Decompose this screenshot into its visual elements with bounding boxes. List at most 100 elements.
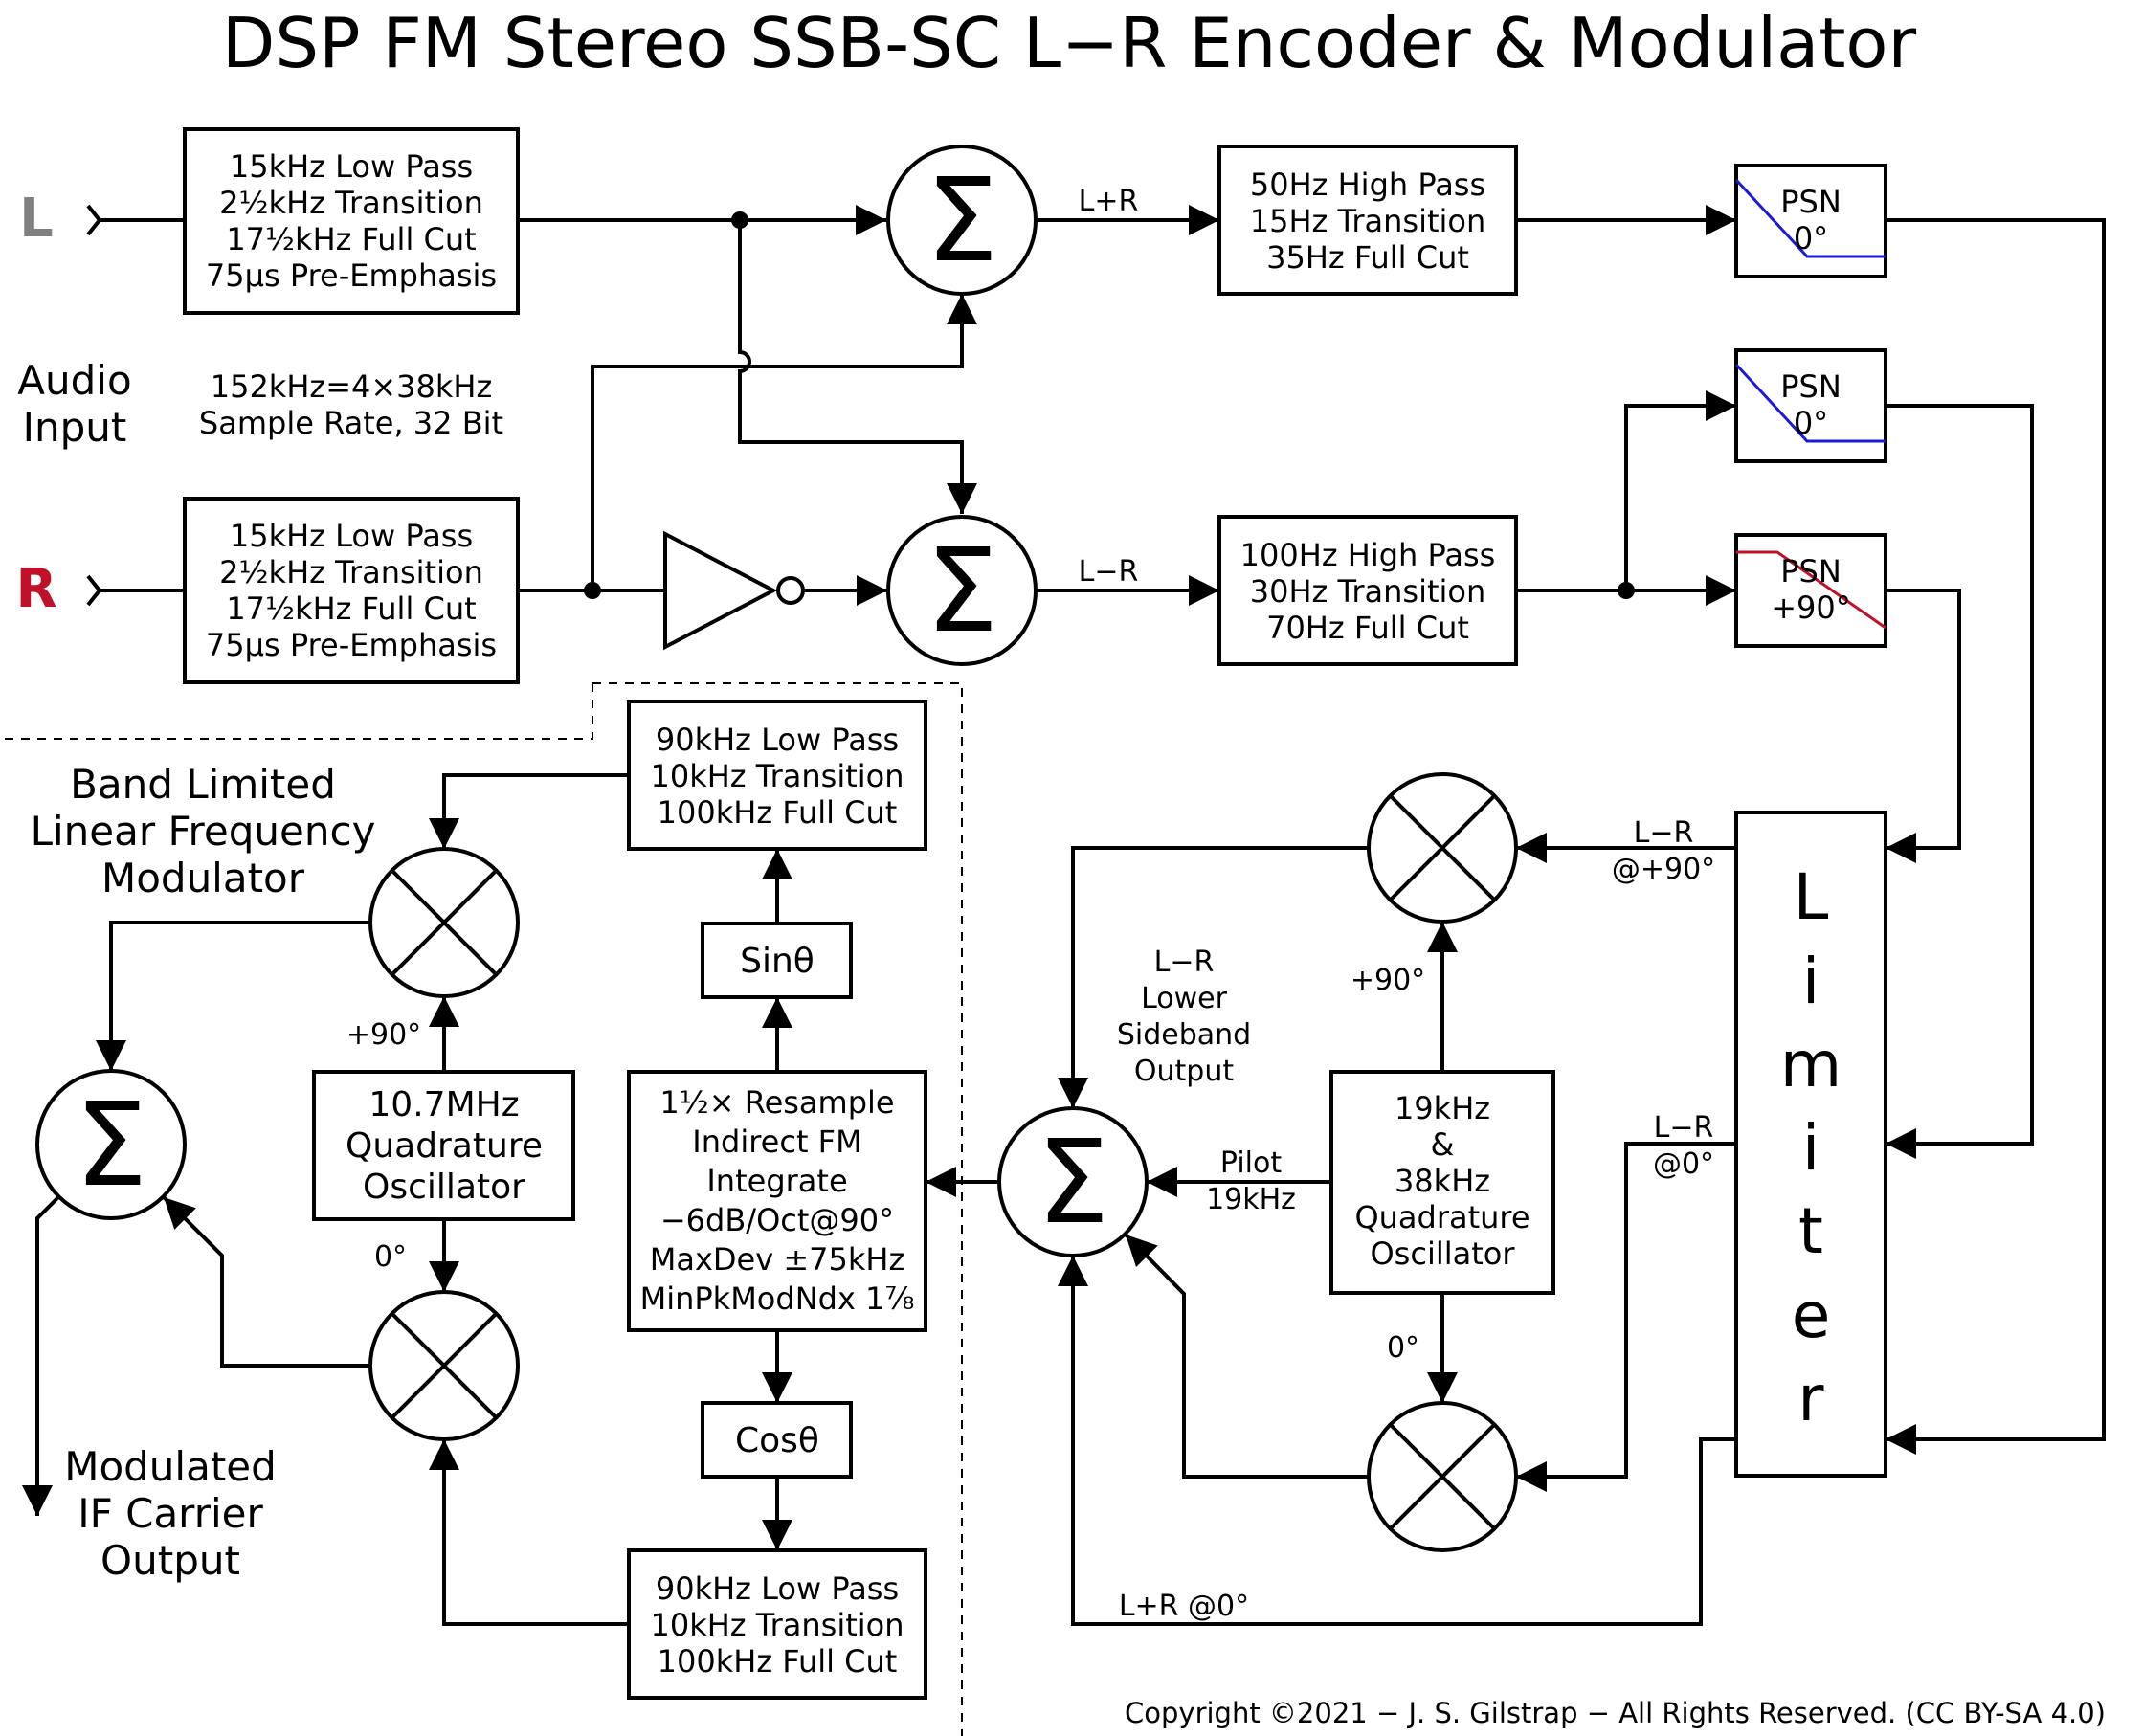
svg-text:17½kHz Full Cut: 17½kHz Full Cut: [226, 221, 476, 257]
summer-if-output: Σ: [35, 1069, 187, 1220]
svg-text:15kHz Low Pass: 15kHz Low Pass: [230, 148, 473, 185]
svg-text:Output: Output: [100, 1537, 240, 1584]
mixer-ssb-0: [1367, 1401, 1518, 1552]
svg-text:Σ: Σ: [926, 525, 998, 658]
signal-l-minus-r-0: L−R @0°: [1653, 1111, 1714, 1181]
svg-text:Lower: Lower: [1141, 982, 1228, 1015]
sin-block: Sinθ: [701, 922, 853, 999]
svg-text:17½kHz Full Cut: 17½kHz Full Cut: [226, 590, 476, 627]
svg-text:70Hz Full Cut: 70Hz Full Cut: [1266, 610, 1469, 646]
label-zero-if: 0°: [374, 1240, 407, 1274]
signal-l-plus-r: L+R: [1079, 185, 1139, 218]
left-input-filter: 15kHz Low Pass 2½kHz Transition 17½kHz F…: [183, 127, 520, 315]
svg-text:Σ: Σ: [75, 1079, 147, 1213]
svg-text:15Hz Transition: 15Hz Transition: [1250, 203, 1486, 239]
svg-text:L: L: [1794, 860, 1829, 934]
svg-text:L−R: L−R: [1654, 1111, 1714, 1145]
svg-text:2½kHz Transition: 2½kHz Transition: [219, 185, 483, 221]
svg-text:10.7MHz: 10.7MHz: [368, 1085, 519, 1124]
svg-text:100Hz High Pass: 100Hz High Pass: [1240, 537, 1496, 573]
svg-text:30Hz Transition: 30Hz Transition: [1250, 573, 1486, 610]
modulator-title: Band Limited Linear Frequency Modulator: [31, 761, 376, 901]
svg-text:35Hz Full Cut: 35Hz Full Cut: [1266, 239, 1469, 276]
svg-text:Input: Input: [23, 404, 127, 451]
svg-text:Σ: Σ: [926, 155, 998, 288]
psn-sum-0deg: PSN 0°: [1734, 164, 1887, 278]
svg-text:19kHz: 19kHz: [1395, 1090, 1490, 1126]
svg-text:75µs Pre-Emphasis: 75µs Pre-Emphasis: [206, 627, 497, 663]
svg-text:i: i: [1802, 1111, 1819, 1185]
svg-text:Integrate: Integrate: [706, 1163, 847, 1199]
right-input-label: R: [15, 558, 56, 620]
svg-text:10kHz Transition: 10kHz Transition: [650, 758, 904, 794]
mixer-if-90: [368, 847, 520, 998]
svg-text:L−R: L−R: [1154, 946, 1215, 979]
svg-text:Oscillator: Oscillator: [1370, 1235, 1515, 1272]
sample-rate-note: 152kHz=4×38kHz Sample Rate, 32 Bit: [199, 368, 503, 441]
svg-text:Oscillator: Oscillator: [363, 1168, 525, 1207]
svg-text:Sideband: Sideband: [1117, 1018, 1251, 1052]
svg-text:0°: 0°: [1794, 220, 1828, 256]
svg-text:Quadrature: Quadrature: [1354, 1199, 1529, 1235]
right-input-chevron: [86, 574, 102, 607]
svg-text:PSN: PSN: [1780, 368, 1842, 405]
svg-text:100kHz Full Cut: 100kHz Full Cut: [658, 794, 898, 831]
inverter: [663, 530, 805, 651]
svg-text:−6dB/Oct@90°: −6dB/Oct@90°: [660, 1202, 894, 1238]
label-plus90-pilot: +90°: [1351, 964, 1425, 997]
svg-text:0°: 0°: [1794, 405, 1828, 441]
modulator-lpf-top: 90kHz Low Pass 10kHz Transition 100kHz F…: [627, 700, 927, 851]
svg-text:IF Carrier: IF Carrier: [78, 1490, 263, 1537]
svg-text:Indirect FM: Indirect FM: [692, 1124, 861, 1160]
copyright-notice: Copyright ©2021 − J. S. Gilstrap − All R…: [1125, 1697, 2106, 1729]
svg-text:MaxDev ±75kHz: MaxDev ±75kHz: [650, 1241, 905, 1278]
left-input-chevron: [86, 204, 102, 236]
svg-text:90kHz Low Pass: 90kHz Low Pass: [656, 722, 899, 758]
highpass-diff-filter: 100Hz High Pass 30Hz Transition 70Hz Ful…: [1217, 515, 1518, 666]
svg-text:Band Limited: Band Limited: [70, 761, 336, 808]
svg-text:Pilot: Pilot: [1220, 1146, 1282, 1180]
svg-text:38kHz: 38kHz: [1395, 1163, 1490, 1199]
psn-diff-90deg: PSN +90°: [1734, 533, 1887, 648]
svg-text:Modulator: Modulator: [101, 855, 305, 901]
svg-text:r: r: [1797, 1362, 1824, 1436]
svg-text:10kHz Transition: 10kHz Transition: [650, 1607, 904, 1643]
summer-lr-minus: Σ: [886, 515, 1038, 666]
signal-pilot-19khz: Pilot 19kHz: [1206, 1146, 1296, 1216]
mixer-if-0: [368, 1290, 520, 1441]
signal-l-minus-r-90: L−R @+90°: [1612, 816, 1715, 886]
svg-text:Linear Frequency: Linear Frequency: [31, 808, 376, 855]
svg-text:+90°: +90°: [1771, 590, 1851, 626]
modulator-lpf-bottom: 90kHz Low Pass 10kHz Transition 100kHz F…: [627, 1548, 927, 1700]
modulated-if-output-label: Modulated IF Carrier Output: [64, 1443, 277, 1584]
summer-mpx-output: Σ: [997, 1106, 1149, 1257]
limiter: L i m i t e r: [1734, 811, 1887, 1478]
svg-text:@0°: @0°: [1653, 1147, 1714, 1181]
svg-text:100kHz Full Cut: 100kHz Full Cut: [658, 1643, 898, 1680]
right-input-filter: 15kHz Low Pass 2½kHz Transition 17½kHz F…: [183, 497, 520, 684]
svg-text:e: e: [1792, 1279, 1831, 1352]
highpass-sum-filter: 50Hz High Pass 15Hz Transition 35Hz Full…: [1217, 145, 1518, 296]
left-input-label: L: [19, 188, 54, 250]
svg-text:1½× Resample: 1½× Resample: [659, 1084, 894, 1121]
svg-text:Cosθ: Cosθ: [735, 1421, 819, 1460]
svg-text:15kHz Low Pass: 15kHz Low Pass: [230, 518, 473, 554]
svg-text:Audio: Audio: [17, 357, 131, 404]
diagram-title: DSP FM Stereo SSB-SC L−R Encoder & Modul…: [222, 3, 1917, 83]
if-quadrature-oscillator: 10.7MHz Quadrature Oscillator: [312, 1070, 575, 1221]
svg-text:MinPkModNdx 1⅞: MinPkModNdx 1⅞: [640, 1280, 915, 1317]
svg-text:2½kHz Transition: 2½kHz Transition: [219, 554, 483, 590]
mixer-ssb-90: [1367, 772, 1518, 924]
signal-l-plus-r-0: L+R @0°: [1119, 1590, 1249, 1623]
summer-lr-plus: Σ: [886, 145, 1038, 296]
svg-text:Quadrature: Quadrature: [346, 1126, 543, 1166]
cos-block: Cosθ: [701, 1401, 853, 1479]
svg-text:Output: Output: [1134, 1055, 1234, 1088]
lower-sideband-output-label: L−R Lower Sideband Output: [1117, 946, 1251, 1088]
svg-text:i: i: [1802, 945, 1819, 1018]
svg-text:m: m: [1780, 1028, 1842, 1102]
svg-text:@+90°: @+90°: [1612, 853, 1715, 886]
audio-input-label: Audio Input: [17, 357, 131, 451]
svg-text:&: &: [1431, 1126, 1455, 1163]
svg-text:Modulated: Modulated: [64, 1443, 277, 1490]
